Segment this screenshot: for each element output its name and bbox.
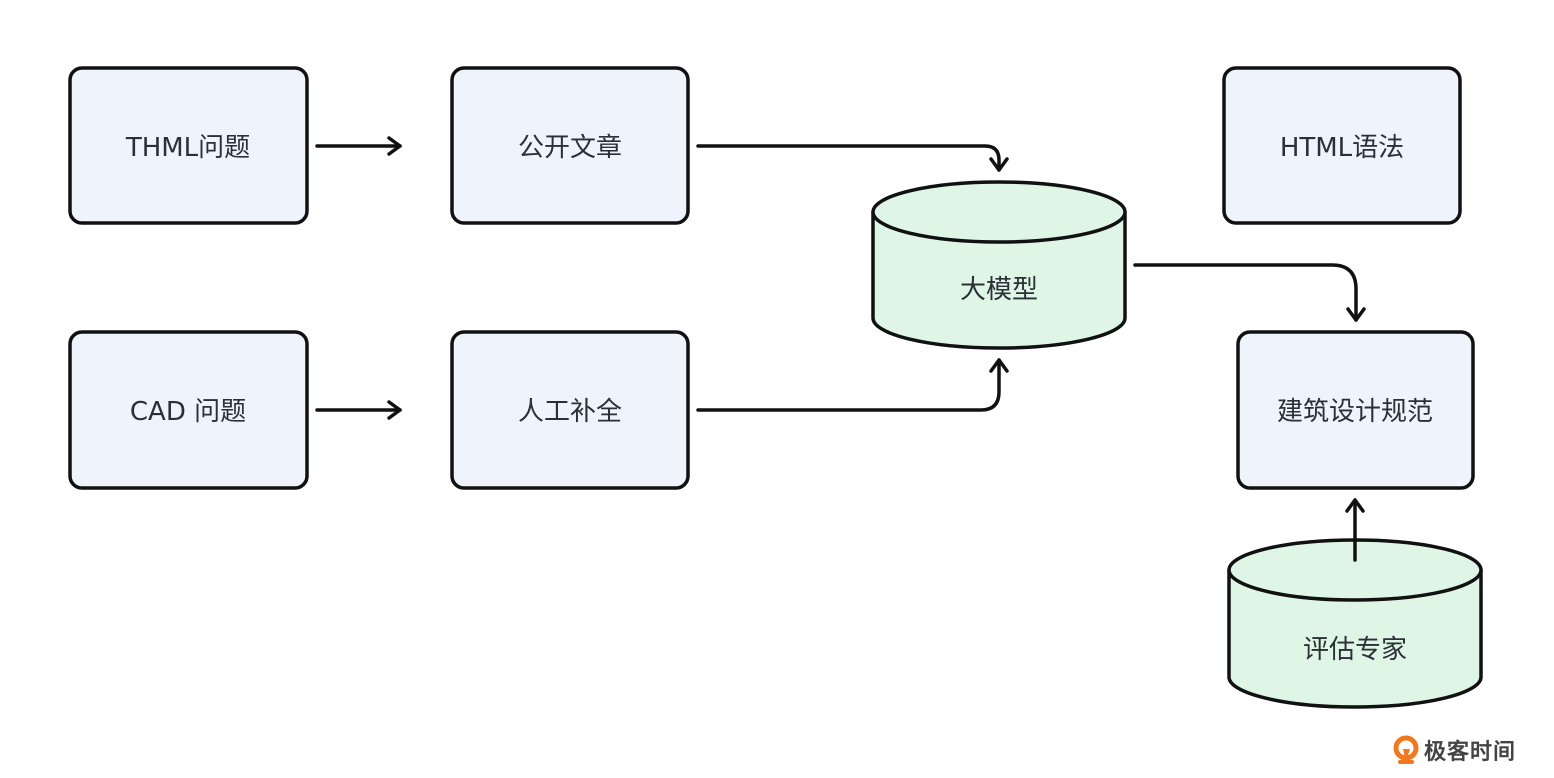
node-cad-question: CAD 问题 xyxy=(68,330,309,490)
edge-llm-to-building-code xyxy=(1133,263,1366,322)
node-label: CAD 问题 xyxy=(130,397,246,427)
geektime-logo: 极客时间 xyxy=(1392,734,1516,766)
node-label: 大模型 xyxy=(960,275,1038,305)
node-label: 建筑设计规范 xyxy=(1277,397,1433,427)
node-public-articles: 公开文章 xyxy=(450,66,690,225)
node-label: 公开文章 xyxy=(518,133,622,163)
node-eval-expert: 评估专家 xyxy=(1227,538,1483,709)
geektime-logo-icon xyxy=(1393,735,1419,764)
node-llm: 大模型 xyxy=(871,180,1127,350)
logo-text: 极客时间 xyxy=(1424,740,1517,765)
node-html-syntax: HTML语法 xyxy=(1222,66,1462,225)
node-label: THML问题 xyxy=(125,133,250,163)
node-thml-question: THML问题 xyxy=(68,66,309,225)
edge-articles-to-llm xyxy=(696,144,1009,172)
node-manual-completion: 人工补全 xyxy=(450,330,690,490)
node-building-code: 建筑设计规范 xyxy=(1236,330,1475,490)
node-label: 人工补全 xyxy=(518,397,622,427)
edge-manual-to-llm xyxy=(696,358,1009,412)
node-label: HTML语法 xyxy=(1280,133,1404,163)
node-label: 评估专家 xyxy=(1303,635,1407,665)
